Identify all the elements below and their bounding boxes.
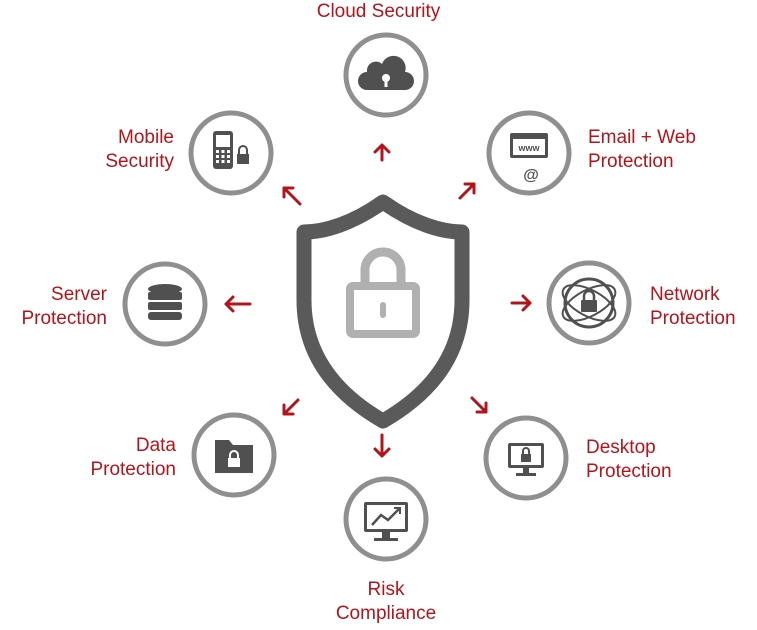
email-node: www @ [486, 110, 572, 196]
risk-compliance-label: Risk Compliance [286, 578, 486, 626]
risk-label-line-2: Compliance [335, 603, 437, 624]
network-protection-label: Network Protection [650, 283, 736, 331]
email-label-line-1: Email + Web [588, 127, 696, 148]
arrow-to-email [458, 182, 476, 200]
folder-lock-icon [215, 440, 253, 473]
email-web-label: Email + Web Protection [588, 126, 696, 174]
mobile-security-label: Mobile Security [0, 126, 174, 174]
arrow-to-mobile [282, 186, 302, 206]
email-label-line-2: Protection [588, 151, 674, 172]
data-protection-label: Data Protection [0, 434, 176, 482]
server-node [122, 261, 208, 347]
network-node [546, 260, 632, 346]
monitor-lock-icon [508, 443, 544, 476]
arrow-to-cloud [373, 143, 391, 162]
database-icon [148, 284, 182, 320]
cloud-label-line-1: Cloud Security [316, 1, 441, 22]
chart-monitor-icon [364, 502, 408, 541]
risk-node [343, 476, 429, 562]
network-label-line-1: Network [650, 284, 720, 305]
phone-lock-icon [213, 131, 249, 169]
cloud-node [343, 32, 429, 118]
mobile-label-line-2: Security [105, 151, 174, 172]
shield-lock-icon [296, 194, 470, 429]
network-label-line-2: Protection [650, 308, 736, 329]
desktop-label-line-1: Desktop [586, 437, 656, 458]
cloud-security-label: Cloud Security [0, 0, 757, 24]
desktop-label-line-2: Protection [586, 461, 672, 482]
svg-text:www: www [517, 143, 540, 153]
server-label-line-1: Server [51, 284, 107, 305]
data-label-line-2: Protection [90, 459, 176, 480]
network-globe-lock-icon [561, 277, 617, 329]
arrow-to-data [282, 398, 300, 416]
svg-text:@: @ [523, 167, 539, 184]
desktop-protection-label: Desktop Protection [586, 436, 672, 484]
risk-label-line-1: Risk [367, 579, 405, 600]
server-protection-label: Server Protection [0, 283, 107, 331]
browser-at-icon: www @ [510, 133, 548, 184]
arrow-to-risk [373, 433, 391, 458]
desktop-node [483, 415, 569, 501]
server-label-line-2: Protection [21, 308, 107, 329]
mobile-label-line-1: Mobile [118, 127, 174, 148]
data-label-line-1: Data [135, 435, 176, 456]
cloud-lock-icon [358, 55, 414, 90]
arrow-to-desktop [470, 396, 488, 414]
data-node [191, 412, 277, 498]
arrow-to-network [510, 294, 532, 312]
arrow-to-server [224, 295, 252, 313]
mobile-node [188, 110, 274, 196]
